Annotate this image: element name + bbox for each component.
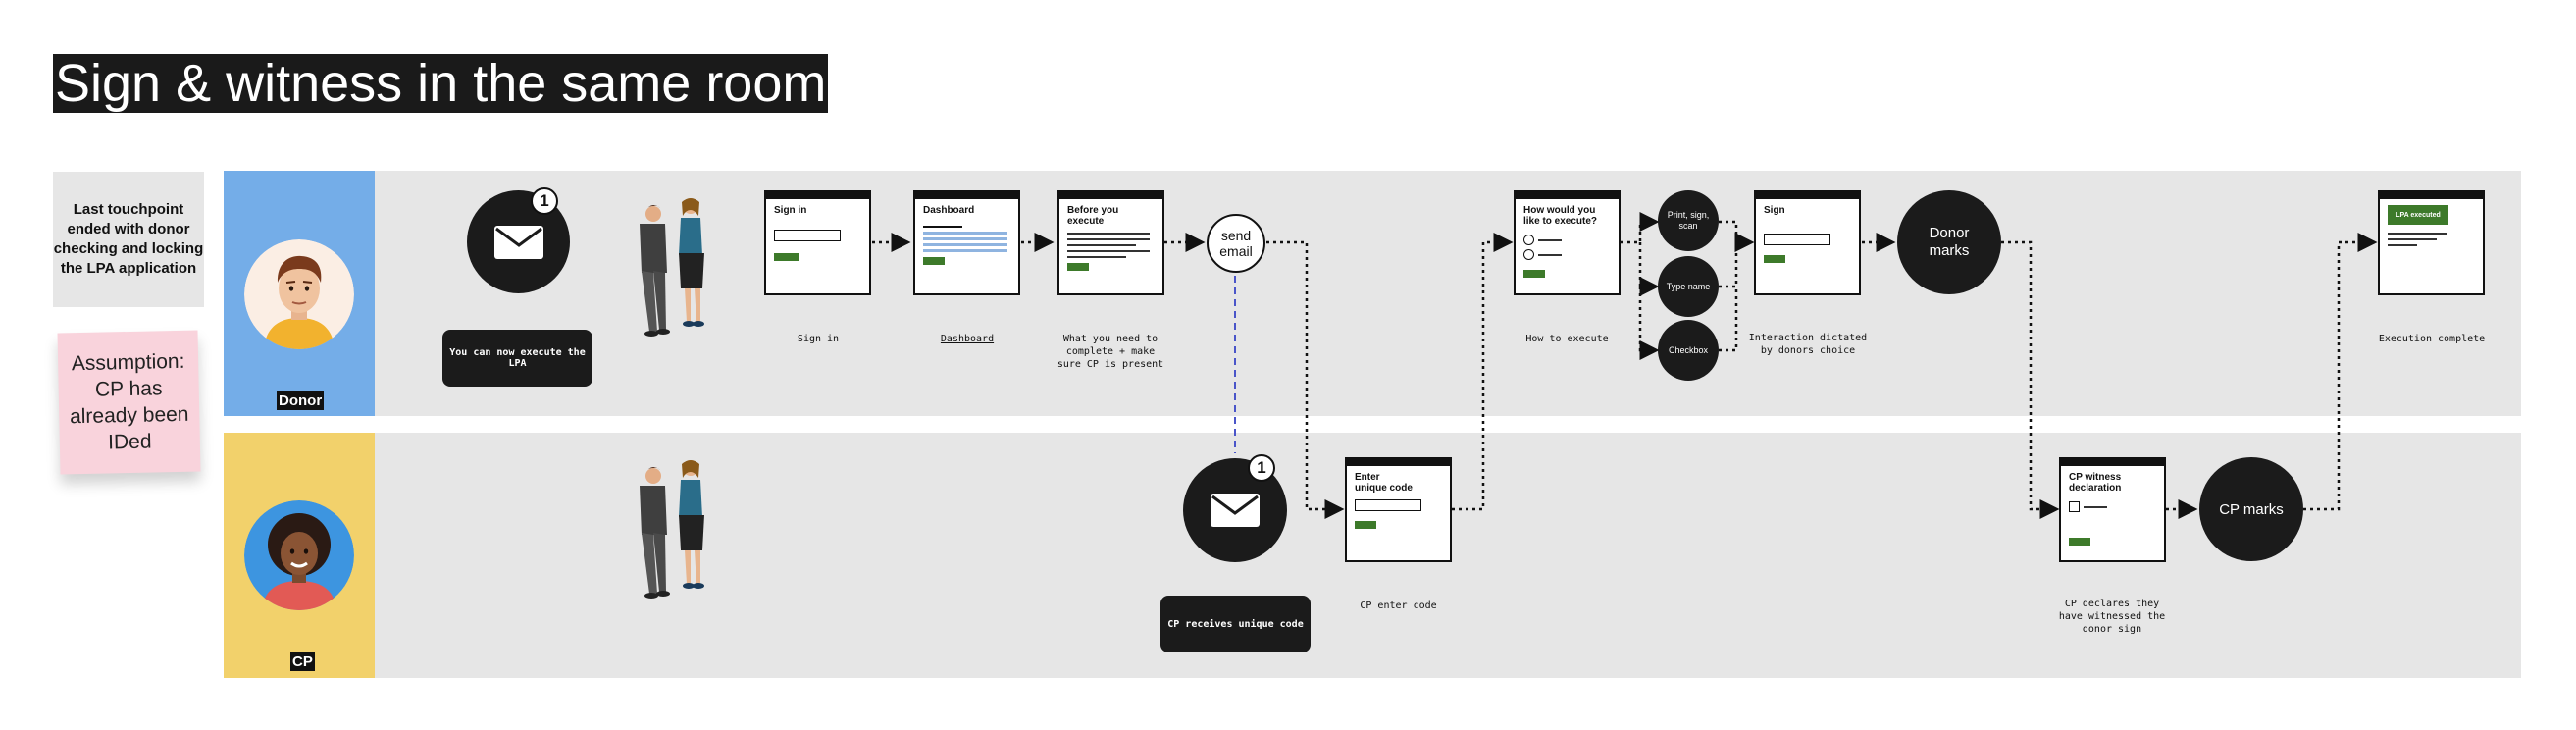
executed-screen: LPA executed [2378, 190, 2485, 295]
signin-button [774, 253, 799, 261]
option-print-label: Print, sign, scan [1667, 210, 1710, 231]
before-screen-heading: Before you execute [1067, 205, 1119, 227]
dashboard-screen-heading: Dashboard [923, 205, 975, 216]
executed-caption: Execution complete [2378, 334, 2486, 344]
witness-button [2069, 538, 2090, 546]
envelope-icon [493, 225, 543, 259]
option-checkbox: Checkbox [1658, 320, 1719, 381]
touchpoint-note-text: Last touchpoint ended with donor checkin… [53, 201, 204, 277]
sign-input [1764, 234, 1830, 245]
witness-caption: CP declares they have witnessed the dono… [2058, 599, 2166, 635]
people-illustration-cp [620, 456, 722, 601]
donor-avatar [244, 239, 354, 349]
arrow-how-type [1638, 242, 1660, 296]
sign-button [1764, 255, 1785, 263]
page-title: Sign & witness in the same room [53, 54, 829, 113]
option-type-label: Type name [1666, 282, 1711, 291]
how-button [1523, 270, 1545, 278]
code-caption: CP enter code [1360, 600, 1437, 611]
signin-screen-heading: Sign in [774, 205, 807, 216]
arrow-how-check [1638, 287, 1660, 360]
code-button [1355, 521, 1376, 529]
option-type-name: Type name [1658, 256, 1719, 317]
before-button [1067, 263, 1089, 271]
donor-marks-label: Donor marks [1929, 225, 1970, 259]
cp-code-box: CP receives unique code [1160, 596, 1311, 652]
envelope-icon-cp [1211, 494, 1260, 527]
lpa-executed-banner: LPA executed [2388, 205, 2448, 225]
dashboard-screen: Dashboard [913, 190, 1020, 295]
people-illustration [620, 194, 722, 339]
donor-lane [224, 171, 2521, 416]
send-email-node: send email [1207, 214, 1265, 273]
witness-screen: CP witness declaration [2059, 457, 2166, 562]
code-screen-heading: Enter unique code [1355, 472, 1413, 494]
option-print-sign-scan: Print, sign, scan [1658, 190, 1719, 251]
sign-screen: Sign [1754, 190, 1861, 295]
donor-notification-box: You can now execute the LPA [442, 330, 592, 387]
arrow-sendemail-code [1266, 240, 1345, 519]
sign-caption: Interaction dictated by donors choice [1748, 333, 1868, 356]
how-screen-heading: How would you like to execute? [1523, 205, 1598, 227]
cp-lane-label: CP [290, 652, 315, 671]
arrow-code-how [1452, 233, 1514, 511]
before-screen: Before you execute [1057, 190, 1164, 295]
cp-avatar [244, 500, 354, 610]
dashboard-caption: Dashboard [940, 334, 995, 344]
send-email-label: send email [1219, 228, 1253, 259]
before-caption: What you need to complete + make sure CP… [1056, 334, 1164, 370]
arrow-how-print [1621, 212, 1660, 244]
signin-input [774, 230, 841, 241]
code-screen: Enter unique code [1345, 457, 1452, 562]
sign-screen-heading: Sign [1764, 205, 1785, 216]
how-screen: How would you like to execute? [1514, 190, 1621, 295]
arrow-donormarks-witness [2001, 240, 2060, 519]
touchpoint-note: Last touchpoint ended with donor checkin… [53, 172, 204, 307]
witness-screen-heading: CP witness declaration [2069, 472, 2122, 494]
donor-marks-node: Donor marks [1897, 190, 2001, 294]
cp-mail-badge: 1 [1248, 454, 1275, 482]
option-check-label: Checkbox [1668, 345, 1709, 355]
donor-lane-label: Donor [277, 391, 325, 410]
cp-marks-label: CP marks [2219, 500, 2284, 518]
signin-caption: Sign in [797, 334, 840, 344]
code-input [1355, 499, 1421, 511]
donor-mail-icon [467, 190, 570, 293]
arrow-print-sign [1719, 220, 1755, 252]
arrow-cpmarks-executed [2303, 233, 2378, 511]
donor-mail-badge: 1 [531, 187, 558, 215]
cp-marks-node: CP marks [2199, 457, 2303, 561]
dashboard-button [923, 257, 945, 265]
signin-screen: Sign in [764, 190, 871, 295]
how-caption: How to execute [1525, 334, 1609, 344]
arrow-type-sign [1719, 242, 1738, 288]
arrow-check-sign [1719, 287, 1738, 352]
